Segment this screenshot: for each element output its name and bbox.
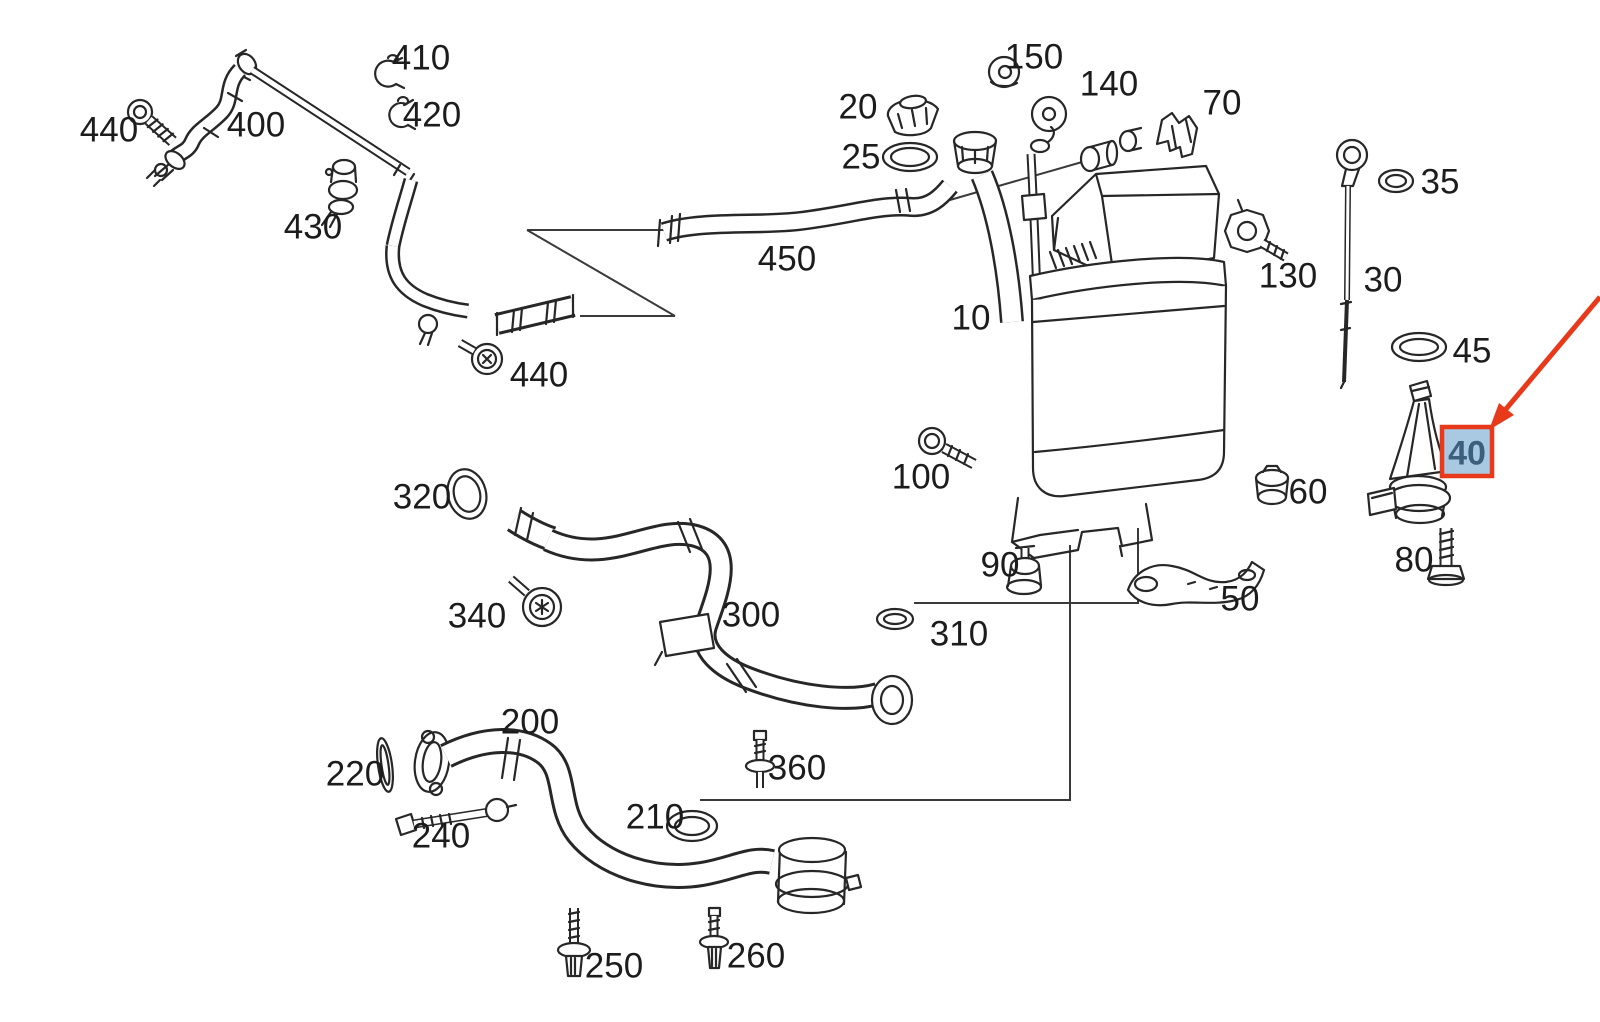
part-drawing-30	[1335, 138, 1369, 390]
part-label-10: 10	[952, 299, 991, 338]
part-drawing-300	[506, 506, 914, 726]
part-label-450: 450	[758, 240, 816, 279]
part-drawing-240	[394, 797, 518, 837]
part-drawing-360	[744, 729, 776, 788]
part-label-60: 60	[1289, 473, 1328, 512]
part-label-410: 410	[392, 39, 450, 78]
part-label-440-lower: 440	[510, 356, 568, 395]
part-drawing-260	[698, 906, 730, 970]
highlight-box[interactable]	[1439, 424, 1495, 479]
part-label-140: 140	[1080, 65, 1138, 104]
part-drawing-440-lower	[457, 339, 504, 376]
part-drawing-25	[881, 141, 939, 173]
part-label-400: 400	[227, 106, 285, 145]
part-label-30: 30	[1364, 261, 1403, 300]
part-label-310: 310	[930, 615, 988, 654]
part-label-440-upper: 440	[80, 111, 138, 150]
part-drawing-100	[917, 426, 977, 469]
part-drawing-60	[1254, 464, 1290, 506]
part-drawing-430	[320, 158, 359, 229]
part-drawing-200	[413, 728, 863, 915]
part-label-90: 90	[981, 546, 1020, 585]
part-label-80: 80	[1395, 541, 1434, 580]
part-drawing-45	[1390, 331, 1448, 363]
part-label-130: 130	[1259, 257, 1317, 296]
arrow-head-icon	[1489, 403, 1514, 430]
part-label-360: 360	[768, 749, 826, 788]
highlight-part-40[interactable]: 40	[1439, 424, 1495, 479]
part-drawing-70	[1155, 111, 1199, 159]
part-label-70: 70	[1203, 84, 1242, 123]
pointer-arrow	[1489, 295, 1600, 430]
part-label-25: 25	[842, 138, 881, 177]
part-label-50: 50	[1221, 580, 1260, 619]
part-drawing-150	[987, 55, 1021, 89]
part-label-200: 200	[501, 703, 559, 742]
leader-lines	[526, 157, 1139, 801]
part-drawing-450	[656, 179, 958, 248]
part-drawing-250	[556, 908, 592, 978]
part-drawing-20	[886, 94, 940, 137]
part-drawing-220	[376, 737, 394, 793]
part-drawing-10	[952, 125, 1228, 570]
part-drawing-320	[446, 468, 488, 520]
part-drawing-40	[1366, 379, 1452, 525]
part-drawing-80	[1426, 528, 1466, 587]
part-label-20: 20	[839, 88, 878, 127]
part-drawing-420	[388, 96, 417, 131]
part-drawing-90	[1005, 544, 1043, 596]
part-label-420: 420	[403, 96, 461, 135]
part-label-220: 220	[326, 755, 384, 794]
part-drawing-50	[1126, 560, 1266, 607]
part-drawing-210	[665, 809, 719, 843]
part-label-300: 300	[722, 596, 780, 635]
part-label-45: 45	[1453, 332, 1492, 371]
part-drawing-140	[1030, 95, 1068, 133]
part-drawing-35	[1377, 168, 1415, 194]
part-label-150: 150	[1005, 38, 1063, 77]
part-label-320: 320	[393, 478, 451, 517]
part-label-210: 210	[626, 798, 684, 837]
part-label-35: 35	[1421, 163, 1460, 202]
part-label-250: 250	[585, 947, 643, 986]
part-label-240: 240	[412, 817, 470, 856]
part-drawing-130	[1223, 198, 1289, 262]
part-labels: 440 400 410 420 430 440 450 20 25 150 140 70 10 130 35…	[80, 38, 1492, 986]
part-label-430: 430	[284, 208, 342, 247]
part-drawing-410	[374, 54, 406, 90]
part-drawing-310	[875, 607, 915, 631]
part-label-100: 100	[892, 458, 950, 497]
part-label-340: 340	[448, 597, 506, 636]
part-drawing-440-upper	[126, 98, 177, 146]
arrow-line-icon	[1504, 295, 1600, 411]
highlighted-part-number: 40	[1448, 435, 1486, 473]
part-label-260: 260	[727, 937, 785, 976]
part-drawing-400	[145, 48, 576, 347]
part-drawing-340	[508, 575, 563, 628]
